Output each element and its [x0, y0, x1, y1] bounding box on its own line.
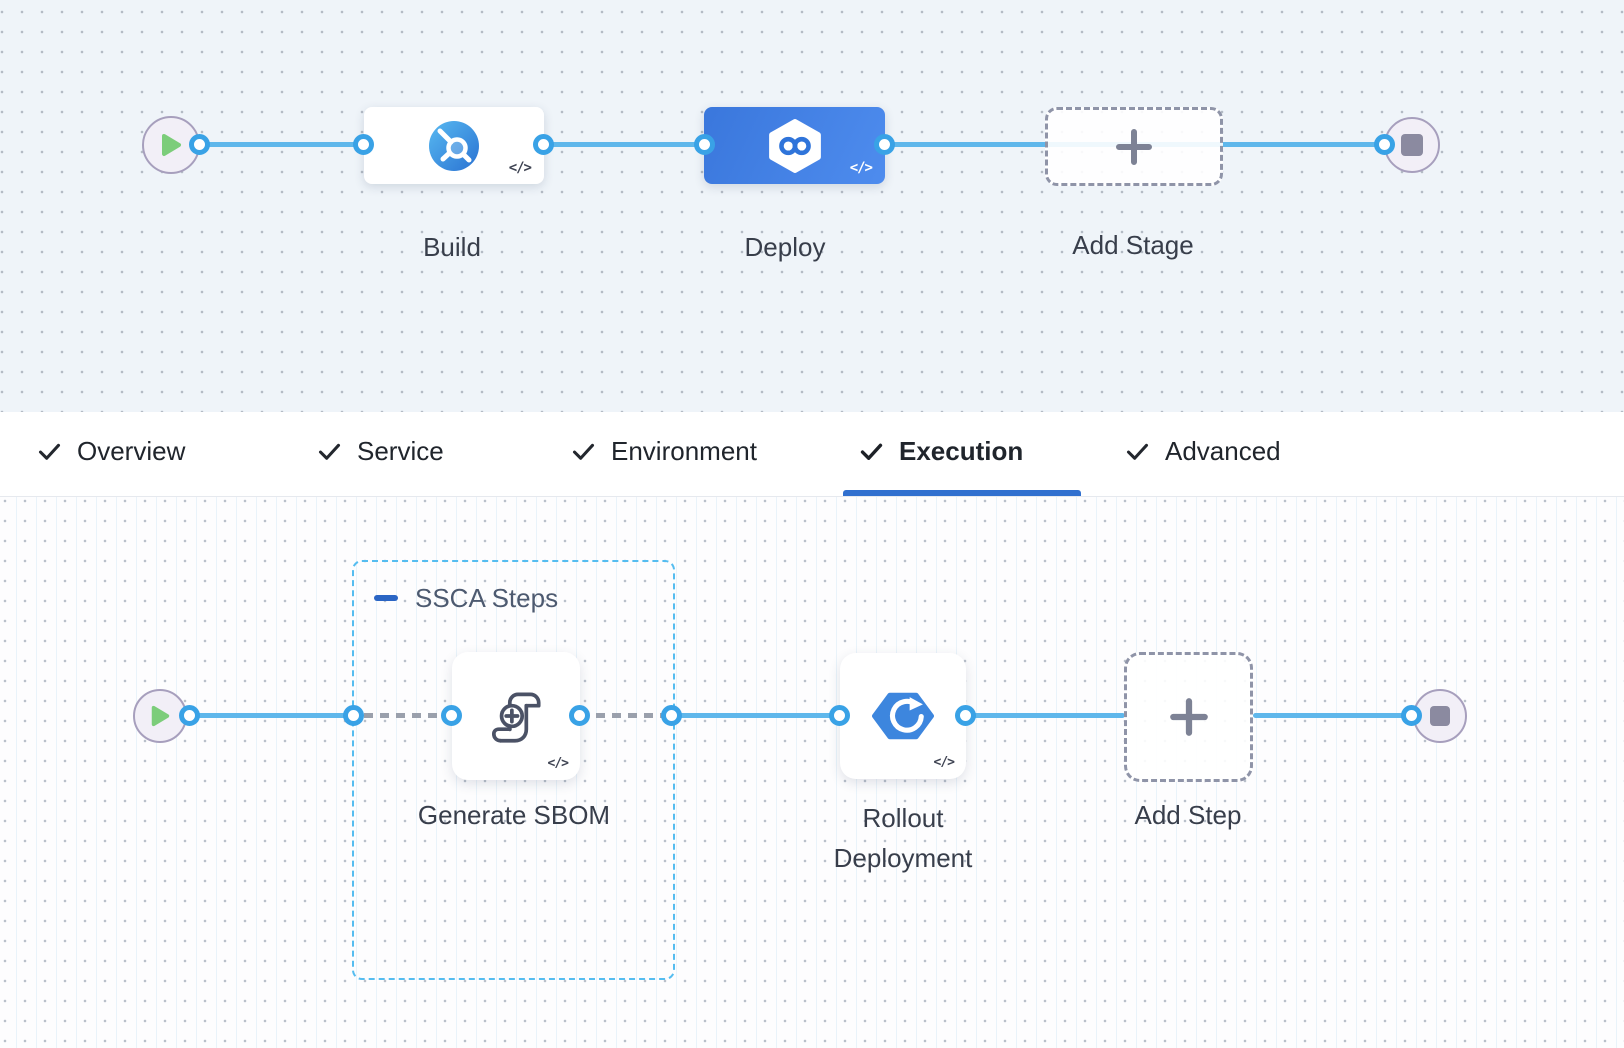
check-icon — [860, 443, 883, 460]
check-icon — [38, 443, 61, 460]
stage-label-add-stage: Add Stage — [1072, 230, 1194, 260]
port-rollout-out[interactable] — [955, 705, 976, 726]
port-exec-end-in[interactable] — [1401, 705, 1422, 726]
pipeline-start-node[interactable] — [142, 116, 200, 174]
step-group-label: SSCA Steps — [415, 582, 559, 613]
edge-group-to-rollout — [672, 713, 841, 718]
yaml-code-toggle[interactable]: </> — [508, 160, 532, 176]
tab-environment[interactable]: Environment — [570, 412, 757, 491]
collapse-group-icon[interactable] — [374, 595, 398, 601]
port-exec-start-out[interactable] — [179, 705, 200, 726]
edge-rollout-to-addstep — [966, 713, 1125, 718]
stage-label-deploy: Deploy — [744, 232, 826, 262]
port-build-in[interactable] — [353, 134, 374, 155]
check-icon — [572, 443, 595, 460]
port-group-in[interactable] — [343, 705, 364, 726]
execution-end-node[interactable] — [1413, 689, 1467, 743]
step-node-rollout-deployment[interactable]: </> — [840, 653, 966, 779]
play-icon — [151, 705, 170, 727]
stage-config-tabbar: Overview Service Environment Execution A… — [0, 412, 1624, 497]
port-build-out[interactable] — [533, 134, 554, 155]
edge-start-to-group — [190, 713, 355, 718]
step-group-header[interactable]: SSCA Steps — [374, 583, 558, 613]
stage-node-build[interactable]: </> — [364, 107, 544, 184]
check-icon — [1126, 443, 1149, 460]
stop-icon — [1430, 706, 1450, 726]
add-step-button[interactable] — [1124, 652, 1253, 782]
add-stage-button[interactable] — [1045, 107, 1223, 186]
edge-start-to-build — [200, 142, 365, 147]
stage-label-build: Build — [423, 232, 481, 262]
step-group-ssca[interactable] — [352, 560, 675, 980]
stop-icon — [1401, 134, 1423, 156]
plus-icon — [1169, 698, 1208, 736]
step-node-generate-sbom[interactable]: </> — [452, 652, 580, 780]
ci-build-icon — [429, 120, 479, 171]
tab-label: Environment — [611, 436, 757, 466]
port-start-out[interactable] — [189, 134, 210, 155]
cd-deploy-icon — [768, 118, 821, 173]
yaml-code-toggle[interactable]: </> — [547, 756, 570, 771]
port-end-in[interactable] — [1374, 134, 1395, 155]
sbom-scroll-icon — [491, 692, 541, 743]
port-sbom-in[interactable] — [441, 705, 462, 726]
port-sbom-out[interactable] — [569, 705, 590, 726]
tab-overview[interactable]: Overview — [36, 412, 185, 491]
stage-canvas[interactable]: </> </> Build Deploy — [0, 0, 1624, 412]
rollout-hexagon-icon — [872, 692, 934, 740]
tab-service[interactable]: Service — [316, 412, 444, 491]
yaml-code-toggle[interactable]: </> — [849, 160, 873, 176]
tab-label: Overview — [77, 436, 186, 466]
yaml-code-toggle[interactable]: </> — [933, 755, 956, 770]
edge-addstep-to-end — [1253, 713, 1413, 718]
tab-advanced[interactable]: Advanced — [1124, 412, 1281, 491]
tab-execution[interactable]: Execution — [858, 412, 1023, 491]
edge-sbom-to-groupedge — [580, 713, 673, 718]
step-label-rollout-deployment: Rollout Deployment — [833, 803, 973, 873]
check-icon — [318, 443, 341, 460]
port-rollout-in[interactable] — [829, 705, 850, 726]
port-deploy-in[interactable] — [694, 134, 715, 155]
stage-node-deploy[interactable]: </> — [704, 107, 885, 184]
active-tab-underline — [843, 490, 1081, 496]
execution-canvas[interactable]: SSCA Steps </> — [0, 497, 1624, 1048]
edge-build-to-deploy — [544, 142, 705, 147]
plus-icon — [1116, 128, 1152, 165]
port-group-out[interactable] — [661, 705, 682, 726]
edge-group-to-sbom — [364, 713, 453, 718]
tab-label: Advanced — [1165, 436, 1281, 466]
tab-label: Service — [357, 436, 444, 466]
play-icon — [162, 134, 181, 156]
tab-label: Execution — [899, 436, 1024, 466]
step-label-generate-sbom: Generate SBOM — [417, 800, 611, 830]
port-deploy-out[interactable] — [874, 134, 895, 155]
step-label-add-step: Add Step — [1134, 800, 1242, 830]
